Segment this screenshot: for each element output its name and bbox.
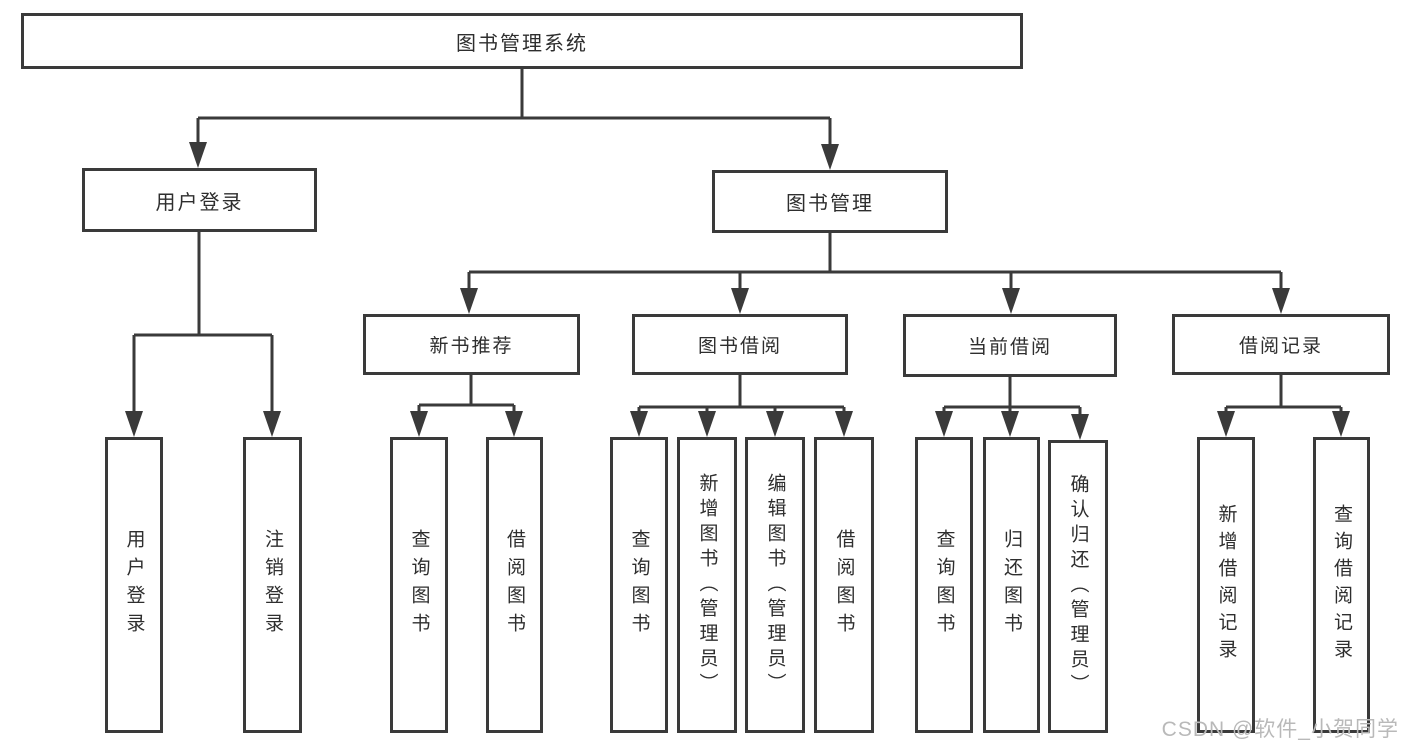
leaf-query-books-2: 查询图书 <box>610 437 668 733</box>
leaf-label: 查询图书 <box>408 529 430 641</box>
leaf-label: 用户登录 <box>123 529 145 641</box>
leaf-label: 编辑图书（管理员） <box>764 472 786 698</box>
leaf-label: 查询图书 <box>628 529 650 641</box>
node-label: 图书管理 <box>786 193 874 215</box>
leaf-query-borrow-record: 查询借阅记录 <box>1313 437 1370 733</box>
node-current-borrow: 当前借阅 <box>903 314 1117 377</box>
leaf-confirm-return-admin: 确认归还（管理员） <box>1048 440 1108 733</box>
leaf-label: 借阅图书 <box>504 529 525 641</box>
leaf-edit-book-admin: 编辑图书（管理员） <box>745 437 805 733</box>
node-label: 当前借阅 <box>967 337 1052 358</box>
leaf-label: 新增图书（管理员） <box>696 472 718 698</box>
leaf-label: 查询图书 <box>933 529 955 641</box>
node-label: 图书借阅 <box>697 336 782 357</box>
leaf-label: 借阅图书 <box>833 529 855 641</box>
watermark: CSDN @软件_小贺同学 <box>1161 718 1399 741</box>
node-book-borrow: 图书借阅 <box>632 314 848 375</box>
node-label: 图书管理系统 <box>456 32 588 55</box>
node-borrow-records: 借阅记录 <box>1172 314 1390 375</box>
node-label: 用户登录 <box>155 191 244 214</box>
leaf-borrow-books-2: 借阅图书 <box>814 437 874 733</box>
leaf-query-books: 查询图书 <box>390 437 448 733</box>
node-label: 新书推荐 <box>429 336 514 357</box>
leaf-label: 确认归还（管理员） <box>1067 474 1089 699</box>
leaf-label: 归还图书 <box>1001 529 1022 641</box>
leaf-label: 新增借阅记录 <box>1215 504 1237 666</box>
leaf-logout: 注销登录 <box>243 437 302 733</box>
node-user-login: 用户登录 <box>82 168 317 232</box>
leaf-query-books-3: 查询图书 <box>915 437 973 733</box>
node-book-management: 图书管理 <box>712 170 948 233</box>
node-new-book-recommend: 新书推荐 <box>363 314 580 375</box>
leaf-label: 查询借阅记录 <box>1331 504 1352 666</box>
leaf-add-borrow-record: 新增借阅记录 <box>1197 437 1255 733</box>
node-label: 借阅记录 <box>1238 336 1323 357</box>
leaf-return-book: 归还图书 <box>983 437 1040 733</box>
leaf-add-book-admin: 新增图书（管理员） <box>677 437 737 733</box>
leaf-user-login: 用户登录 <box>105 437 163 733</box>
leaf-label: 注销登录 <box>262 529 283 641</box>
node-library-management-system: 图书管理系统 <box>21 13 1023 69</box>
leaf-borrow-books: 借阅图书 <box>486 437 543 733</box>
